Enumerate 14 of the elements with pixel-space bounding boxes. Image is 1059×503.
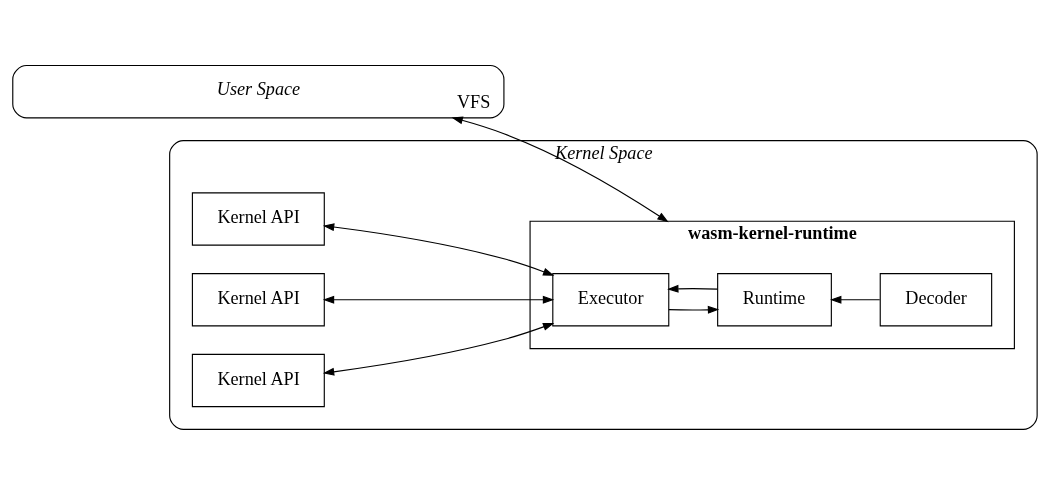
arrow <box>451 116 669 222</box>
arrow <box>667 284 719 293</box>
arrow <box>322 322 555 376</box>
edge-label: VFS <box>456 91 491 112</box>
arrow <box>830 295 881 304</box>
node-box: Decoder <box>879 272 993 326</box>
arrow <box>668 305 720 314</box>
arrow <box>322 222 555 276</box>
node-box: Executor <box>552 272 670 326</box>
node-box: Kernel API <box>191 191 325 246</box>
node-box: Kernel API <box>191 272 325 326</box>
arrow <box>322 295 555 304</box>
node-box: Runtime <box>717 272 832 326</box>
node-box: Kernel API <box>191 353 325 407</box>
